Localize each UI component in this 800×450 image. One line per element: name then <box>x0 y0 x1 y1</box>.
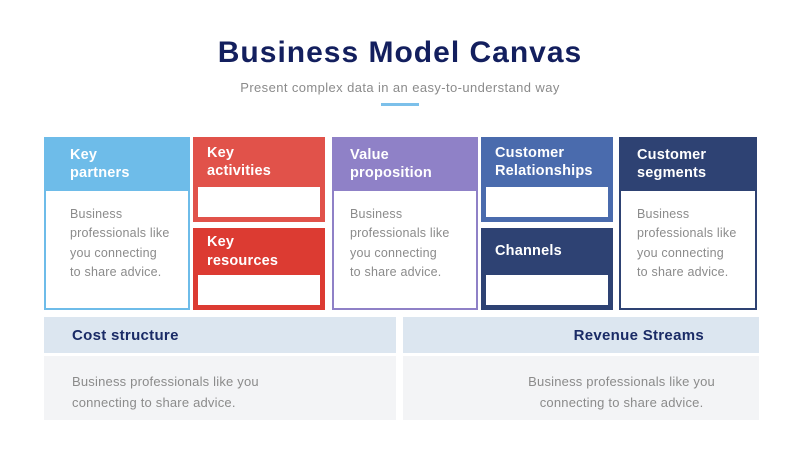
channels-box: Channels <box>481 228 613 310</box>
revenue-streams-title: Revenue Streams <box>573 326 704 344</box>
cost-structure-body: Business professionals like you connecti… <box>44 353 396 420</box>
revenue-streams-body: Business professionals like you connecti… <box>403 353 759 420</box>
key-resources-box: Key resources <box>193 228 325 310</box>
customer-relationships-column: Customer Relationships Channels <box>481 137 613 310</box>
key-activities-empty-field <box>198 187 320 217</box>
customer-segments-block: Customer segments Business professionals… <box>619 137 757 310</box>
cost-structure-header: Cost structure <box>44 317 396 353</box>
key-partners-header: Key partners <box>44 137 190 191</box>
cost-structure-text: Business professionals like you connecti… <box>72 374 259 411</box>
revenue-streams-text: Business professionals like you connecti… <box>528 374 715 411</box>
key-partners-block: Key partners Business professionals like… <box>44 137 190 310</box>
revenue-streams-panel: Revenue Streams Business professionals l… <box>403 317 759 423</box>
customer-segments-header: Customer segments <box>619 137 757 191</box>
key-partners-text: Business professionals like you connecti… <box>70 207 170 280</box>
customer-relationships-header: Customer Relationships <box>495 144 593 179</box>
key-activities-header: Key activities <box>207 144 272 179</box>
customer-relationships-box: Customer Relationships <box>481 137 613 222</box>
cost-structure-title: Cost structure <box>72 326 179 344</box>
key-partners-body: Business professionals like you connecti… <box>44 191 190 310</box>
subtitle-underline-accent <box>381 103 419 106</box>
value-proposition-header: Value proposition <box>332 137 478 191</box>
channels-header: Channels <box>495 243 562 260</box>
customer-segments-body: Business professionals like you connecti… <box>619 191 757 310</box>
value-proposition-block: Value proposition Business professionals… <box>332 137 478 310</box>
key-resources-empty-field <box>198 275 320 305</box>
revenue-streams-header: Revenue Streams <box>403 317 759 353</box>
page-subtitle: Present complex data in an easy-to-under… <box>240 80 560 95</box>
value-proposition-body: Business professionals like you connecti… <box>332 191 478 310</box>
key-activities-box: Key activities <box>193 137 325 222</box>
page-title: Business Model Canvas <box>217 36 583 69</box>
customer-relationships-empty-field <box>486 187 608 217</box>
value-proposition-text: Business professionals like you connecti… <box>350 207 450 280</box>
cost-structure-panel: Cost structure Business professionals li… <box>44 317 396 423</box>
key-activities-column: Key activities Key resources <box>193 137 325 310</box>
channels-empty-field <box>486 275 608 305</box>
customer-segments-text: Business professionals like you connecti… <box>637 207 737 280</box>
key-resources-header: Key resources <box>207 234 279 269</box>
